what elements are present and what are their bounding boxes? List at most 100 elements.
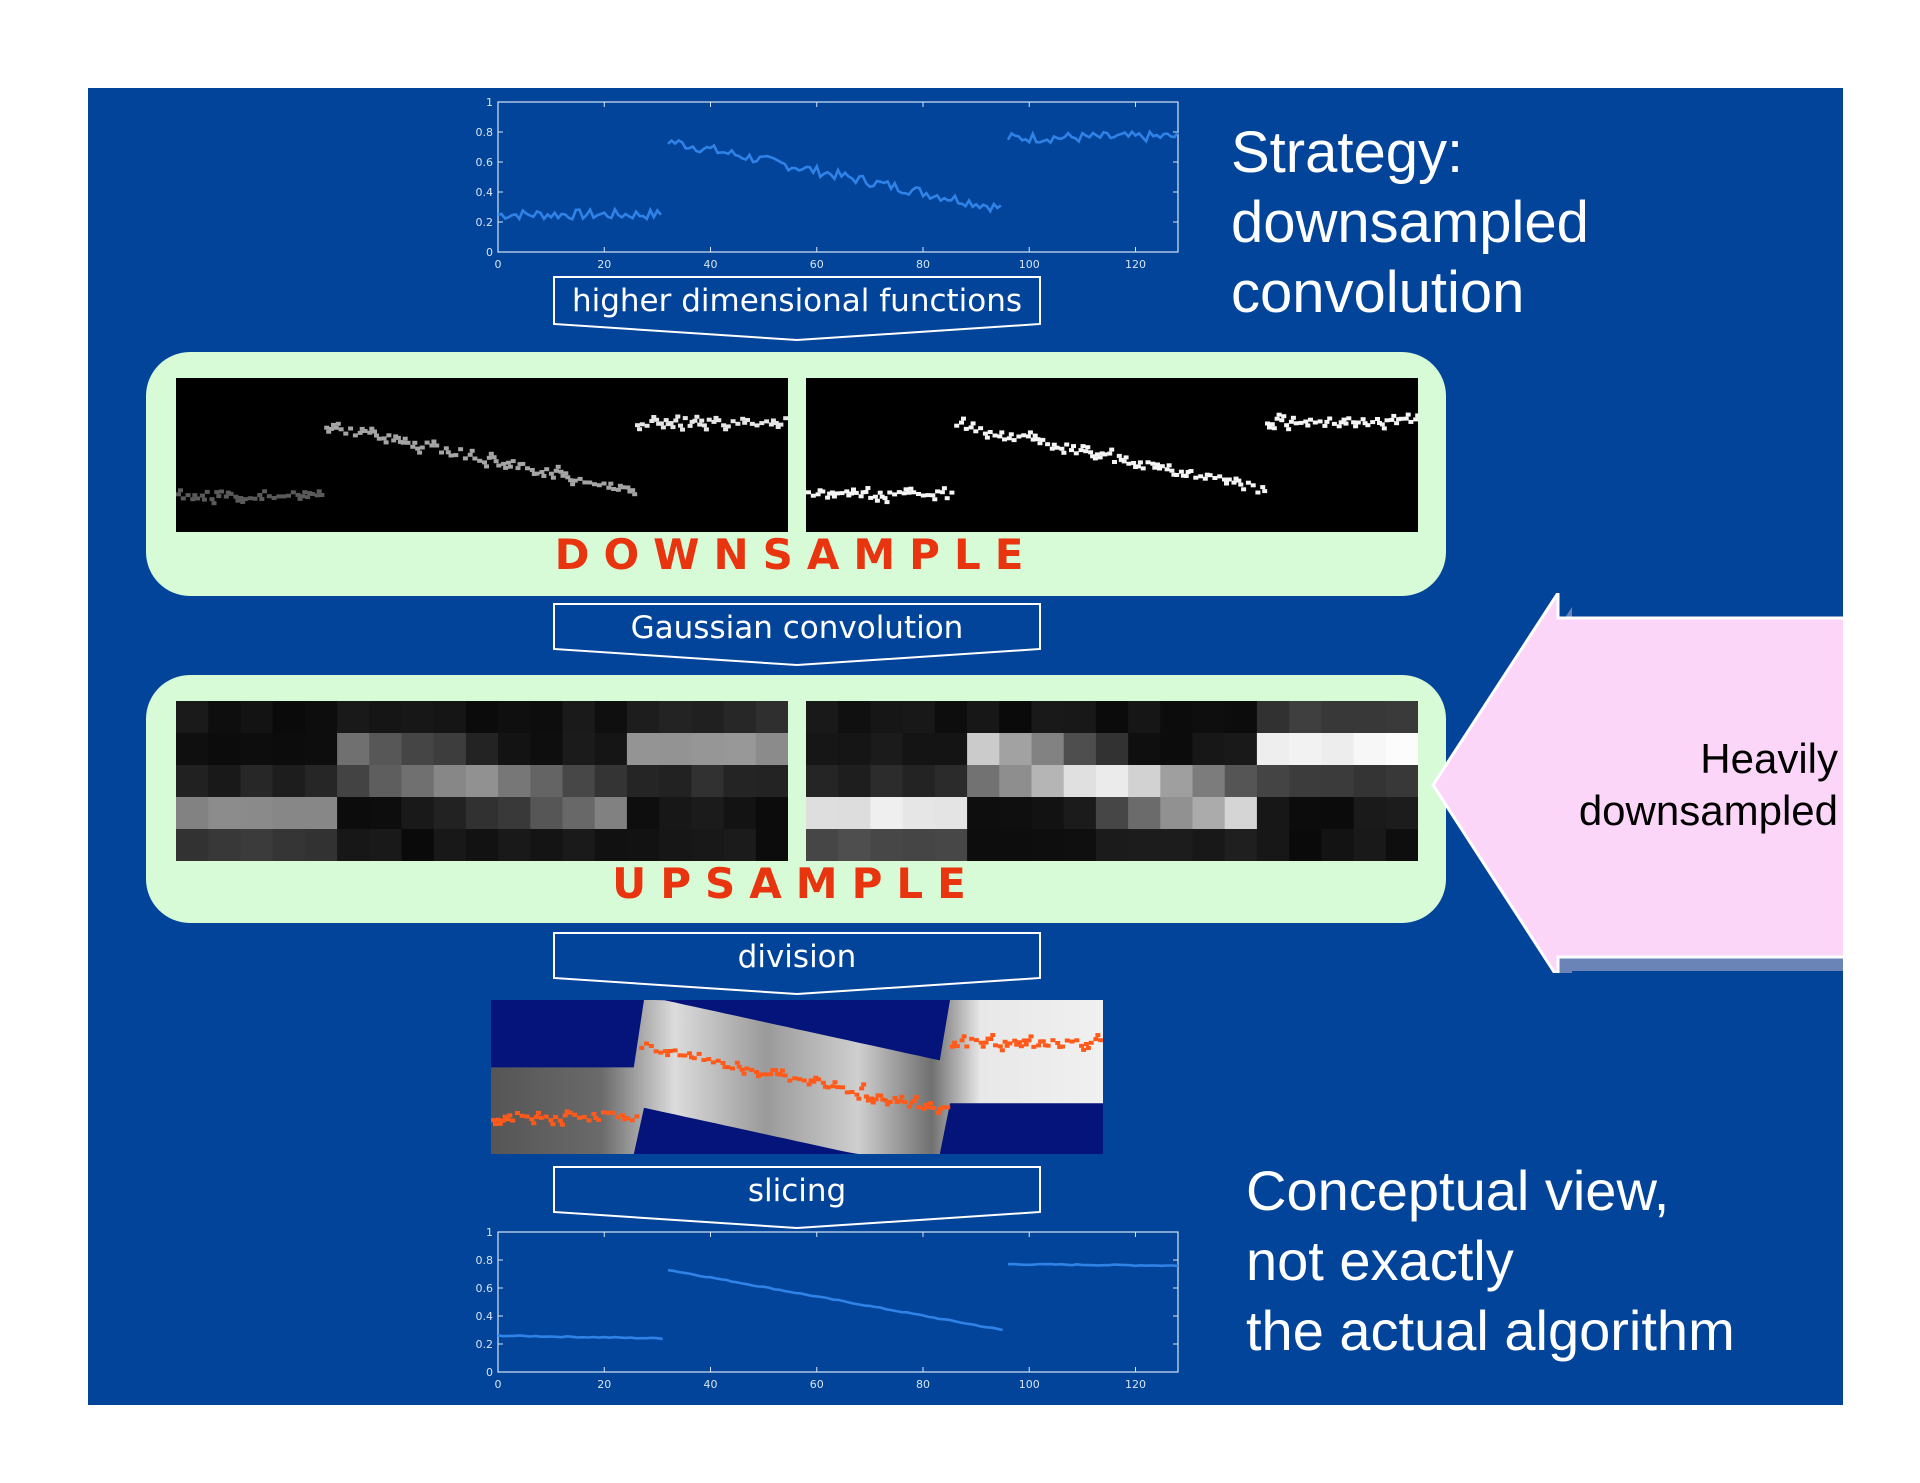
signal-dot: [534, 471, 540, 476]
signal-dot: [1274, 416, 1280, 421]
signal-dot: [787, 1078, 793, 1083]
signal-dot: [386, 433, 392, 438]
grid-cell: [465, 701, 499, 734]
grid-cell: [530, 765, 564, 798]
signal-dot: [827, 491, 833, 496]
signal-dot: [581, 1115, 587, 1119]
grid-cell: [1031, 765, 1065, 798]
signal-dot: [678, 423, 683, 428]
signal-dot: [1222, 477, 1227, 482]
x-tick-label: 40: [704, 258, 718, 271]
grid-cell: [1095, 829, 1129, 861]
signal-dot: [961, 1034, 967, 1039]
signal-dot: [412, 440, 418, 445]
signal-dot: [1298, 420, 1304, 425]
signal-dot: [689, 1055, 694, 1060]
signal-dot: [486, 455, 492, 460]
grid-cell: [1160, 765, 1194, 798]
signal-dot: [534, 1114, 539, 1119]
signal-dot: [1036, 1043, 1042, 1048]
signal-dot: [970, 421, 976, 426]
signal-dot: [1166, 463, 1172, 468]
signal-dot: [192, 493, 198, 498]
signal-dot: [593, 1116, 599, 1120]
signal-dot: [1269, 422, 1275, 427]
signal-dot: [568, 478, 574, 483]
signal-dot: [477, 458, 483, 463]
signal-dot: [1016, 434, 1022, 439]
signal-dot: [223, 494, 229, 499]
grid-cell: [1063, 765, 1097, 798]
grid-cell: [1128, 701, 1161, 734]
signal-dot: [742, 420, 748, 425]
signal-dot: [1012, 1038, 1018, 1043]
signal-dot: [319, 493, 325, 497]
signal-dot: [610, 1110, 616, 1115]
signal-dot: [1092, 456, 1098, 461]
signal-dot: [262, 489, 268, 494]
signal-dot: [252, 496, 258, 501]
grid-cell: [1063, 733, 1097, 766]
y-tick-label: 0.2: [476, 216, 494, 229]
signal-dot: [1121, 459, 1127, 464]
signal-dot: [1078, 448, 1084, 453]
signal-dot: [754, 423, 760, 428]
grid-cell: [659, 733, 692, 766]
signal-dot: [832, 1080, 838, 1085]
signal-dot: [517, 462, 523, 467]
signal-dot: [1137, 460, 1143, 465]
signal-dot: [624, 1116, 630, 1121]
signal-dot: [550, 475, 556, 480]
footnote-line-3: the actual algorithm: [1246, 1299, 1735, 1362]
upsample-label: UPSAMPLE: [612, 859, 980, 908]
signal-dot: [899, 1094, 905, 1099]
series-line: [667, 1268, 1003, 1332]
signal-dot: [644, 423, 650, 428]
signal-dot: [601, 481, 607, 486]
grid-cell: [530, 733, 564, 766]
signal-dot: [1241, 487, 1247, 492]
signal-dot: [665, 1053, 671, 1058]
signal-dot: [1157, 466, 1162, 471]
heading-line-1: Strategy:: [1231, 120, 1464, 185]
grid-cell: [1063, 829, 1097, 861]
series-line: [1007, 1262, 1179, 1268]
grid-cell: [934, 797, 968, 830]
signal-dot: [663, 418, 669, 423]
grid-cell: [806, 797, 839, 830]
signal-dot: [1118, 457, 1124, 462]
signal-dot: [1085, 445, 1091, 450]
grid-cell: [208, 797, 241, 830]
grid-cell: [1224, 733, 1258, 766]
grid-cell: [1128, 829, 1161, 861]
signal-dot: [653, 1049, 659, 1054]
grid-cell: [1031, 701, 1065, 734]
signal-dot: [1317, 419, 1323, 424]
signal-dot: [1073, 451, 1079, 456]
signal-dot: [736, 1064, 742, 1069]
signal-dot: [897, 1098, 903, 1103]
signal-dot: [1094, 452, 1100, 457]
signal-dot: [488, 451, 494, 456]
signal-dot: [777, 1072, 783, 1077]
signal-dot: [768, 422, 774, 427]
grid-cell: [1063, 701, 1097, 734]
signal-dot: [240, 500, 246, 504]
grid-cell: [176, 701, 209, 734]
grid-cell: [934, 829, 968, 861]
signal-dot: [228, 491, 234, 496]
signal-dot: [1008, 432, 1014, 437]
signal-dot: [1353, 424, 1359, 429]
signal-dot: [1018, 1044, 1024, 1049]
signal-dot: [870, 1100, 876, 1105]
grid-cell: [723, 797, 757, 830]
signal-dot: [877, 490, 883, 495]
grid-cell: [1031, 733, 1065, 766]
grid-cell: [1385, 829, 1418, 861]
signal-dot: [983, 1040, 989, 1045]
signal-dot: [211, 501, 217, 506]
callout-text: Heavily downsampled: [1458, 733, 1838, 837]
signal-dot: [1133, 465, 1139, 469]
signal-dot: [185, 493, 191, 498]
grid-cell: [934, 701, 968, 734]
